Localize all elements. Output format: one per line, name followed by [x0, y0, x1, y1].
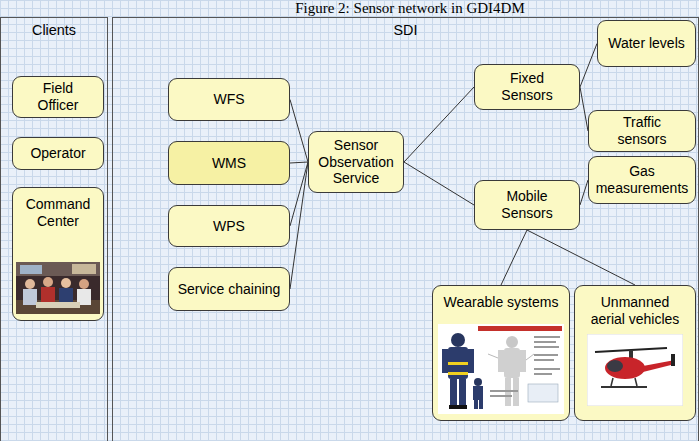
figure-title: Figure 2: Sensor network in GDI4DM: [60, 0, 699, 16]
connector-line: [290, 100, 308, 163]
connector-line: [290, 162, 308, 226]
service-box: WFS: [168, 78, 290, 121]
panel-heading: Clients: [1, 22, 107, 39]
box-label: Sensor Observation Service: [317, 137, 395, 187]
connector-line: [580, 180, 588, 205]
group-panel: SDIWFSWMSWPSService chainingSensor Obser…: [112, 17, 699, 441]
box-label: Field Officer: [21, 80, 95, 114]
service-box: Fixed Sensors: [474, 64, 580, 110]
service-box: Service chaining: [168, 267, 290, 311]
connector-line: [501, 230, 527, 285]
box-label: Operator: [30, 145, 85, 162]
box-label: Traffic sensors: [597, 114, 687, 148]
connector-line: [290, 162, 308, 163]
box-label: Service chaining: [178, 281, 281, 298]
connector-line: [527, 230, 635, 285]
service-box: WPS: [168, 205, 290, 247]
wearable-illustration: [438, 324, 564, 414]
box-label: Wearable systems: [444, 294, 559, 311]
service-box: Mobile Sensors: [474, 180, 580, 230]
box-label: Fixed Sensors: [483, 70, 571, 104]
box-label: WPS: [213, 218, 245, 235]
box-label: WFS: [213, 91, 244, 108]
connector-line: [290, 162, 308, 289]
service-box: Gas measurements: [588, 156, 696, 204]
service-box: Unmanned aerial vehicles: [574, 285, 696, 421]
command-center-photo: [16, 262, 100, 314]
connector-line: [404, 162, 474, 205]
box-label: Water levels: [608, 35, 685, 52]
service-box: Operator: [12, 137, 104, 170]
group-panel: ClientsField OfficerOperator Command Cen…: [0, 17, 108, 441]
service-box: Command Center: [12, 187, 104, 321]
service-box: Traffic sensors: [588, 110, 696, 152]
box-label: WMS: [212, 155, 246, 172]
helicopter-photo: [587, 334, 683, 406]
box-label: Command Center: [21, 196, 95, 230]
box-label: Mobile Sensors: [483, 188, 571, 222]
connector-line: [404, 87, 474, 162]
connector-line: [580, 87, 588, 131]
box-label: Gas measurements: [596, 163, 689, 197]
service-box: Water levels: [597, 20, 696, 67]
service-box: Field Officer: [12, 76, 104, 118]
service-box: Wearable systems: [432, 285, 570, 421]
box-label: Unmanned aerial vehicles: [583, 294, 687, 328]
connector-line: [580, 44, 597, 88]
service-box: Sensor Observation Service: [308, 131, 404, 193]
service-box: WMS: [168, 141, 290, 185]
